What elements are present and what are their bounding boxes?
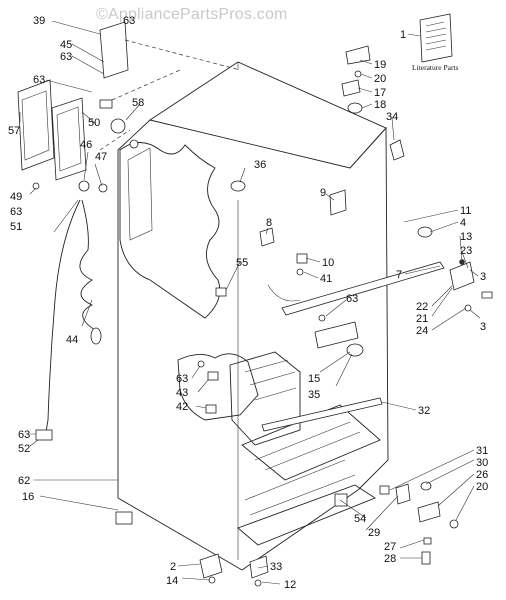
door-panel-assembly — [17, 21, 241, 181]
callout-50: 50 — [88, 117, 100, 129]
power-cord — [45, 199, 102, 433]
callout-22: 22 — [416, 301, 428, 313]
callout-2: 2 — [170, 561, 176, 573]
callout-63: 63 — [60, 51, 72, 63]
callout-52: 52 — [18, 443, 30, 455]
callout-21: 21 — [416, 313, 428, 325]
callout-10: 10 — [322, 257, 334, 269]
callout-20: 20 — [476, 481, 488, 493]
callout-35: 35 — [308, 389, 320, 401]
callout-47: 47 — [95, 151, 107, 163]
callout-23: 23 — [460, 245, 472, 257]
callout-3: 3 — [480, 321, 486, 333]
callout-31: 31 — [476, 445, 488, 457]
leader-lines — [19, 20, 481, 585]
callout-15: 15 — [308, 373, 320, 385]
literature-booklet — [419, 13, 453, 63]
callout-32: 32 — [418, 405, 430, 417]
callout-14: 14 — [166, 575, 178, 587]
callout-11: 11 — [460, 205, 471, 217]
callout-18: 18 — [374, 99, 386, 111]
callout-20: 20 — [374, 73, 386, 85]
callout-45: 45 — [60, 39, 72, 51]
callout-63: 63 — [346, 293, 358, 305]
callout-43: 43 — [176, 387, 188, 399]
callout-39: 39 — [33, 15, 45, 27]
callout-13: 13 — [460, 231, 472, 243]
callout-7: 7 — [396, 269, 402, 281]
callout-63: 63 — [18, 429, 30, 441]
watermark: ©AppliancePartsPros.com — [96, 6, 288, 23]
callout-34: 34 — [386, 111, 398, 123]
callout-36: 36 — [254, 159, 266, 171]
callout-54: 54 — [354, 513, 366, 525]
callout-55: 55 — [236, 257, 248, 269]
callout-24: 24 — [416, 325, 428, 337]
callout-8: 8 — [266, 217, 272, 229]
callout-51: 51 — [10, 221, 22, 233]
literature-parts-label: Literature Parts — [412, 63, 459, 72]
small-parts — [32, 45, 493, 587]
callout-41: 41 — [320, 273, 332, 285]
callout-27: 27 — [384, 541, 396, 553]
callout-44: 44 — [66, 334, 78, 346]
callout-63: 63 — [176, 373, 188, 385]
callout-3: 3 — [480, 271, 486, 283]
callout-1: 1 — [400, 29, 406, 41]
callout-30: 30 — [476, 457, 488, 469]
callout-33: 33 — [270, 561, 282, 573]
callout-49: 49 — [10, 191, 22, 203]
callout-62: 62 — [18, 475, 30, 487]
callout-57: 57 — [8, 125, 20, 137]
callout-12: 12 — [284, 579, 296, 591]
callout-16: 16 — [22, 491, 34, 503]
callout-46: 46 — [80, 139, 92, 151]
callout-63: 63 — [33, 74, 45, 86]
callout-42: 42 — [176, 401, 188, 413]
callout-58: 58 — [132, 97, 144, 109]
callout-63: 63 — [123, 15, 135, 27]
callout-63: 63 — [10, 206, 22, 218]
callout-9: 9 — [320, 187, 326, 199]
callout-28: 28 — [384, 553, 396, 565]
callout-29: 29 — [368, 527, 380, 539]
callout-26: 26 — [476, 469, 488, 481]
callout-17: 17 — [374, 87, 386, 99]
callout-19: 19 — [374, 59, 386, 71]
callout-labels: 39 63 45 63 63 58 57 50 46 47 49 63 51 4… — [8, 15, 488, 591]
cabinet-body — [117, 61, 445, 571]
callout-4: 4 — [460, 217, 466, 229]
